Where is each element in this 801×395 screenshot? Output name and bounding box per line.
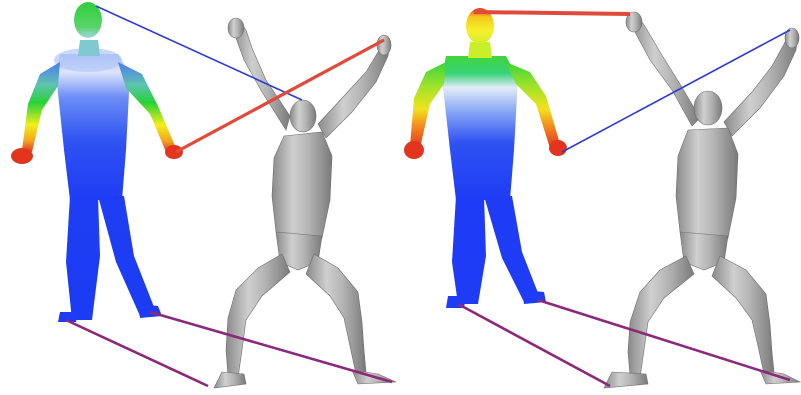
left-colored-figure (11, 2, 183, 322)
left-panel (11, 2, 396, 388)
line-left-foot (66, 320, 208, 386)
right-colored-figure (404, 8, 567, 308)
left-grey-figure (214, 18, 396, 388)
right-panel (404, 8, 800, 388)
line-head-to-grey-hand (474, 12, 630, 14)
